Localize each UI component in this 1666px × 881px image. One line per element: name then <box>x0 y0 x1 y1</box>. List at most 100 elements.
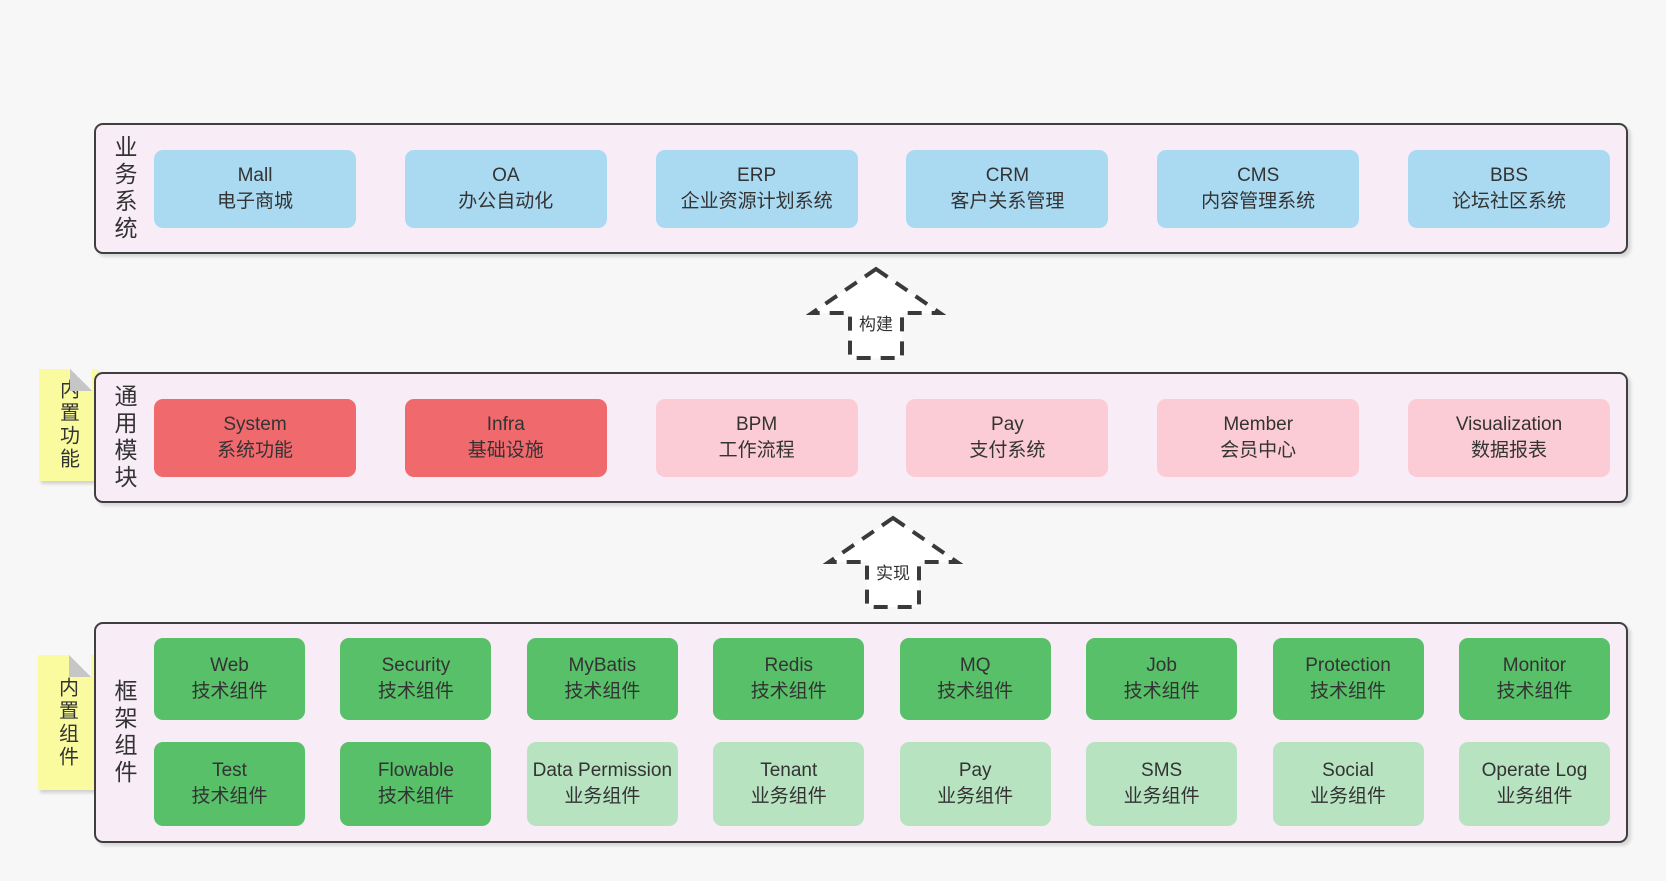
implement-arrow-icon: 实现 <box>823 515 963 609</box>
modules-box-row: System 系统功能 Infra 基础设施 BPM 工作流程 Pay 支付系统… <box>154 399 1610 477</box>
sticky-note-builtin-components: 内置组件 <box>38 655 96 790</box>
box-subtitle: 电子商城 <box>216 191 293 212</box>
section-label-framework-components: 框架组件 <box>96 624 152 841</box>
box-subtitle: 技术组件 <box>377 681 454 702</box>
box-title: MQ <box>959 655 991 676</box>
components-box-row-1: Web 技术组件 Security 技术组件 MyBatis 技术组件 Redi… <box>154 638 1610 720</box>
module-box-bpm: BPM 工作流程 <box>655 399 858 477</box>
box-title: Social <box>1322 760 1374 781</box>
box-subtitle: 业务组件 <box>1496 786 1573 807</box>
box-title: CRM <box>985 165 1030 186</box>
box-subtitle: 业务组件 <box>750 786 827 807</box>
component-box-sms: SMS 业务组件 <box>1086 742 1238 826</box>
box-subtitle: 业务组件 <box>1310 786 1387 807</box>
module-box-infra: Infra 基础设施 <box>404 399 607 477</box>
box-subtitle: 技术组件 <box>1123 681 1200 702</box>
box-subtitle: 会员中心 <box>1220 440 1297 461</box>
component-box-protection: Protection 技术组件 <box>1272 638 1424 720</box>
component-box-mybatis: MyBatis 技术组件 <box>526 638 678 720</box>
box-subtitle: 技术组件 <box>1496 681 1573 702</box>
box-subtitle: 技术组件 <box>937 681 1014 702</box>
business-box-row: Mall 电子商城 OA 办公自动化 ERP 企业资源计划系统 CRM 客户关系… <box>154 150 1610 228</box>
box-title: Flowable <box>377 760 454 781</box>
box-subtitle: 客户关系管理 <box>950 191 1065 212</box>
box-title: ERP <box>737 165 777 186</box>
box-subtitle: 技术组件 <box>191 681 268 702</box>
section-label-text: 框架组件 <box>111 678 137 787</box>
box-subtitle: 系统功能 <box>216 440 293 461</box>
folded-corner-icon <box>70 369 92 391</box>
component-box-mq: MQ 技术组件 <box>899 638 1051 720</box>
box-title: Web <box>210 655 249 676</box>
arrow-label: 构建 <box>859 315 893 334</box>
module-box-member: Member 会员中心 <box>1157 399 1360 477</box>
box-subtitle: 业务组件 <box>937 786 1014 807</box>
component-box-redis: Redis 技术组件 <box>713 638 865 720</box>
box-title: Pay <box>991 414 1024 435</box>
box-title: CMS <box>1237 165 1280 186</box>
sticky-note-label: 内置功能 <box>56 379 79 471</box>
section-label-text: 业务系统 <box>111 134 137 243</box>
box-title: BBS <box>1489 165 1528 186</box>
box-title: Protection <box>1305 655 1391 676</box>
component-box-flowable: Flowable 技术组件 <box>340 742 492 826</box>
box-subtitle: 基础设施 <box>467 440 544 461</box>
section-common-modules: 通用模块 System 系统功能 Infra 基础设施 BPM 工作流程 Pay… <box>94 372 1628 503</box>
box-subtitle: 企业资源计划系统 <box>680 191 833 212</box>
section-business-systems: 业务系统 Mall 电子商城 OA 办公自动化 ERP 企业资源计划系统 CRM… <box>94 123 1628 254</box>
business-box-erp: ERP 企业资源计划系统 <box>655 150 858 228</box>
box-title: OA <box>492 165 520 186</box>
box-subtitle: 业务组件 <box>564 786 641 807</box>
box-title: Data Permission <box>532 760 673 781</box>
build-arrow-icon: 构建 <box>806 266 946 360</box>
box-title: Security <box>381 655 451 676</box>
box-subtitle: 数据报表 <box>1470 440 1547 461</box>
box-title: Infra <box>486 414 525 435</box>
component-box-operate-log: Operate Log 业务组件 <box>1458 742 1610 826</box>
box-subtitle: 内容管理系统 <box>1201 191 1316 212</box>
box-subtitle: 业务组件 <box>1123 786 1200 807</box>
box-title: Operate Log <box>1481 760 1588 781</box>
component-box-test: Test 技术组件 <box>154 742 305 826</box>
component-box-monitor: Monitor 技术组件 <box>1458 638 1610 720</box>
module-box-visualization: Visualization 数据报表 <box>1407 399 1610 477</box>
box-subtitle: 技术组件 <box>1310 681 1387 702</box>
business-box-bbs: BBS 论坛社区系统 <box>1407 150 1610 228</box>
components-box-row-2: Test 技术组件 Flowable 技术组件 Data Permission … <box>154 742 1610 826</box>
box-title: Redis <box>764 655 814 676</box>
component-box-data-permission: Data Permission 业务组件 <box>526 742 678 826</box>
business-box-oa: OA 办公自动化 <box>404 150 607 228</box>
component-box-tenant: Tenant 业务组件 <box>713 742 865 826</box>
box-title: SMS <box>1141 760 1183 781</box>
box-subtitle: 论坛社区系统 <box>1451 191 1566 212</box>
box-subtitle: 支付系统 <box>969 440 1046 461</box>
arrow-label: 实现 <box>876 564 910 583</box>
box-title: BPM <box>736 414 778 435</box>
box-subtitle: 办公自动化 <box>458 191 554 212</box>
box-title: Visualization <box>1455 414 1563 435</box>
sticky-note-label: 内置组件 <box>55 676 78 769</box>
component-box-web: Web 技术组件 <box>154 638 305 720</box>
sticky-note-builtin-features: 内置功能 <box>39 369 97 481</box>
section-label-text: 通用模块 <box>111 383 137 492</box>
box-subtitle: 技术组件 <box>377 786 454 807</box>
box-subtitle: 技术组件 <box>191 786 268 807</box>
box-title: Tenant <box>760 760 818 781</box>
section-framework-components: 框架组件 Web 技术组件 Security 技术组件 MyBatis 技术组件… <box>94 622 1628 843</box>
box-title: Member <box>1223 414 1294 435</box>
box-title: Mall <box>237 165 273 186</box>
section-label-common-modules: 通用模块 <box>96 374 152 501</box>
folded-corner-icon <box>69 655 91 677</box>
box-title: MyBatis <box>568 655 637 676</box>
module-box-pay: Pay 支付系统 <box>906 399 1109 477</box>
box-title: Monitor <box>1502 655 1567 676</box>
business-box-mall: Mall 电子商城 <box>154 150 356 228</box>
component-box-job: Job 技术组件 <box>1086 638 1238 720</box>
module-box-system: System 系统功能 <box>154 399 356 477</box>
business-box-cms: CMS 内容管理系统 <box>1157 150 1360 228</box>
section-label-business-systems: 业务系统 <box>96 125 152 252</box>
box-subtitle: 工作流程 <box>718 440 795 461</box>
box-title: Job <box>1146 655 1177 676</box>
box-subtitle: 技术组件 <box>564 681 641 702</box>
